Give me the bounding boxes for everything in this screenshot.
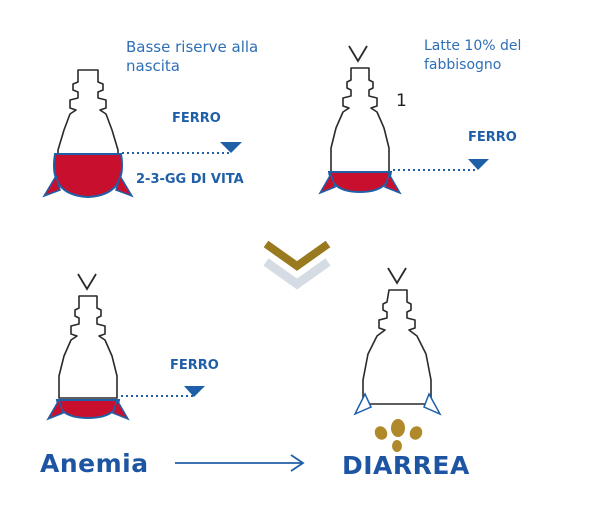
iron-reserve-fill	[53, 153, 123, 199]
marker-triangle-bottom-left	[184, 386, 205, 397]
hind-leg-left	[42, 174, 61, 198]
iron-reserve-fill	[327, 171, 393, 194]
caption-top-left: Basse riserve alla nascita	[126, 38, 258, 76]
hind-leg-right	[384, 172, 402, 195]
caption-line: fabbisogno	[424, 57, 502, 73]
caption-line: Basse riserve alla	[126, 38, 259, 56]
piglet-top-left-icon	[42, 69, 134, 199]
tail-v	[77, 273, 97, 291]
marker-triangle-top-left	[220, 142, 242, 153]
iron-label-bottom-left: FERRO	[170, 358, 219, 373]
iron-label-top-left: FERRO	[172, 111, 221, 126]
iron-reserve-fill	[55, 399, 121, 420]
piglet-body	[330, 67, 390, 173]
hind-leg-right	[423, 392, 442, 416]
caption-top-right: Latte 10% del fabbisogno	[424, 37, 521, 75]
piglet-body	[58, 295, 118, 399]
outcome-diarrea: DIARREA	[342, 451, 470, 480]
tail-v	[348, 45, 368, 63]
hind-leg-left	[318, 172, 336, 195]
hind-leg-right	[115, 174, 134, 198]
piglet-bottom-left-icon	[46, 273, 130, 421]
outcome-anemia: Anemia	[40, 449, 149, 478]
hind-leg-right	[112, 398, 130, 421]
feces-icon	[374, 419, 423, 452]
caption-line: Latte 10% del	[424, 38, 522, 54]
iron-label-top-right: FERRO	[468, 130, 517, 145]
caption-line: nascita	[126, 57, 181, 75]
piglet-top-right-icon	[318, 45, 402, 195]
right-arrow-icon	[175, 454, 305, 472]
tail-v	[387, 267, 407, 285]
marker-triangle-top-right	[468, 159, 489, 170]
hind-leg-left	[353, 392, 373, 416]
number-label: 1	[396, 91, 407, 111]
double-chevron-down-icon	[263, 240, 331, 290]
piglet-body	[362, 289, 432, 405]
hind-leg-left	[46, 398, 64, 421]
piglet-bottom-right-icon	[353, 267, 442, 416]
days-label: 2-3-GG DI VITA	[136, 172, 244, 187]
